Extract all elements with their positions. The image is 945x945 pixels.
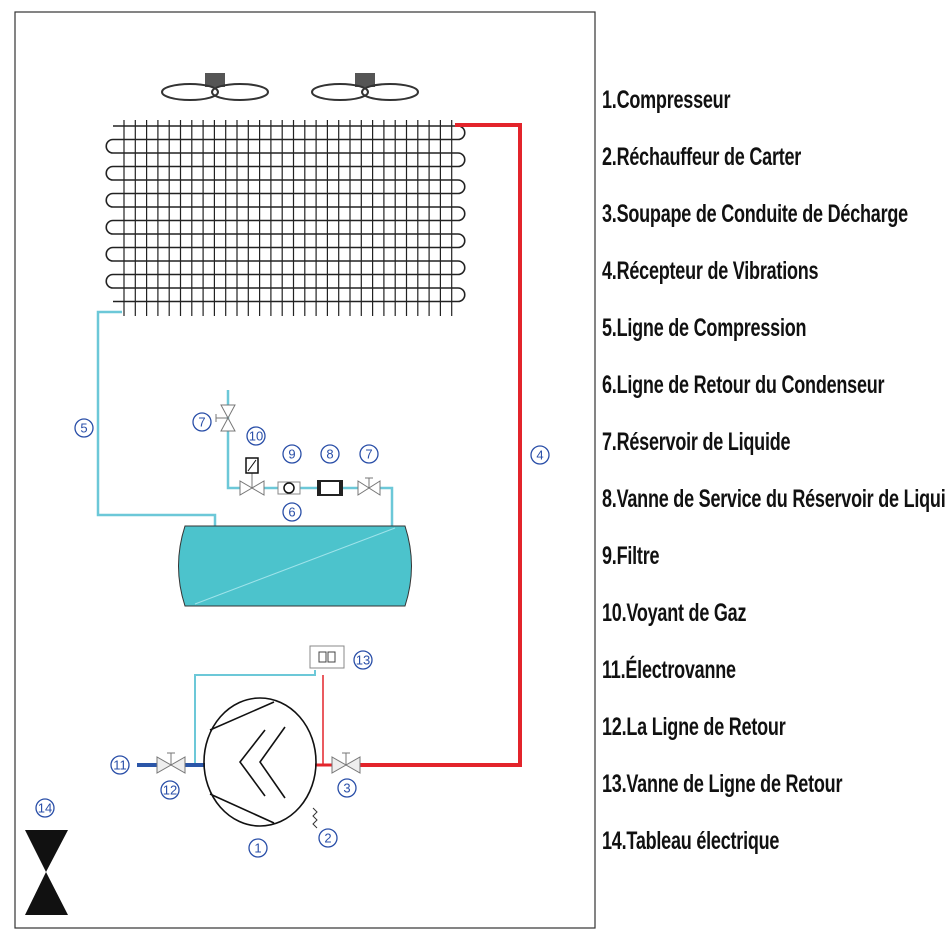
coil-bend <box>105 165 114 181</box>
fan-icon <box>161 73 269 101</box>
filter-icon <box>277 481 301 495</box>
callout-number: 14 <box>38 801 52 816</box>
callout-circle <box>320 444 340 464</box>
coil-bend <box>457 125 466 141</box>
coil-bend <box>457 260 466 276</box>
legend-item: 14.Tableau électrique <box>602 827 780 855</box>
sight-glass-icon <box>317 480 343 496</box>
return-line-valve-box <box>309 645 345 669</box>
legend-item: 13.Vanne de Ligne de Retour <box>602 770 843 798</box>
callout-number: 4 <box>536 448 543 463</box>
legend-item: 6.Ligne de Retour du Condenseur <box>602 371 885 399</box>
coil-bend <box>105 219 114 235</box>
hot-gas-line <box>360 123 522 767</box>
callout-circle <box>160 780 180 800</box>
liquid-receiver-tank <box>178 525 412 607</box>
discharge-valve-icon <box>331 752 361 774</box>
coil-bend <box>105 273 114 289</box>
callout-number: 5 <box>80 421 87 436</box>
legend-item: 2.Réchauffeur de Carter <box>602 143 802 171</box>
valve-icon <box>357 477 381 496</box>
pipe-segment <box>380 486 394 526</box>
callout-circle <box>337 778 357 798</box>
callout-number: 8 <box>326 447 333 462</box>
legend-item: 7.Réservoir de Liquide <box>602 428 791 456</box>
legend-item: 11.Électrovanne <box>602 656 736 684</box>
callout-circle <box>246 426 266 446</box>
fan-icon <box>311 73 419 101</box>
callout-number: 9 <box>288 447 295 462</box>
callout-number: 7 <box>198 415 205 430</box>
legend-item: 5.Ligne de Compression <box>602 314 807 342</box>
valve-icon <box>215 404 236 432</box>
callout-number: 13 <box>356 653 370 668</box>
legend-item: 3.Soupape de Conduite de Décharge <box>602 200 908 228</box>
compression-line <box>96 310 217 526</box>
coil-bend <box>457 179 466 195</box>
callout-number: 11 <box>113 758 127 773</box>
callout-circle <box>248 838 268 858</box>
diagram-frame <box>14 11 596 929</box>
legend: 1.Compresseur 2.Réchauffeur de Carter 3.So… <box>602 82 945 880</box>
callout-circle <box>110 755 130 775</box>
callout-number: 7 <box>365 447 372 462</box>
suction-valve-icon <box>156 752 186 774</box>
callout-number: 2 <box>324 831 331 846</box>
suction-branch <box>194 670 316 766</box>
legend-item: 12.La Ligne de Retour <box>602 713 786 741</box>
callout-number: 6 <box>288 505 295 520</box>
callout-circle <box>530 445 550 465</box>
coil-bend <box>105 192 114 208</box>
coil-bend <box>105 246 114 262</box>
callout-circle <box>318 828 338 848</box>
callout-circle <box>359 444 379 464</box>
callout-number: 10 <box>249 429 263 444</box>
callout-number: 1 <box>254 841 261 856</box>
callout-number: 3 <box>343 781 350 796</box>
legend-item: 8.Vanne de Service du Réservoir de Liqui… <box>602 485 945 513</box>
condenser-coil <box>105 120 466 316</box>
legend-item: 9.Filtre <box>602 542 660 570</box>
coil-bend <box>457 206 466 222</box>
callout-number: 12 <box>163 783 177 798</box>
legend-item: 1.Compresseur <box>602 86 731 114</box>
solenoid-valve-icon <box>239 457 265 496</box>
callout-circle <box>353 650 373 670</box>
electrical-panel-icon <box>25 830 68 915</box>
callout-circle <box>74 418 94 438</box>
crankcase-heater-icon <box>312 807 318 829</box>
coil-bend <box>457 152 466 168</box>
callout-circle <box>35 798 55 818</box>
legend-item: 10.Voyant de Gaz <box>602 599 747 627</box>
coil-bend <box>105 138 114 154</box>
compressor-icon <box>203 697 317 827</box>
legend-item: 4.Récepteur de Vibrations <box>602 257 819 285</box>
coil-bend <box>457 287 466 303</box>
callout-circle <box>192 412 212 432</box>
callout-circle <box>282 502 302 522</box>
callout-circle <box>282 444 302 464</box>
coil-bend <box>457 233 466 249</box>
